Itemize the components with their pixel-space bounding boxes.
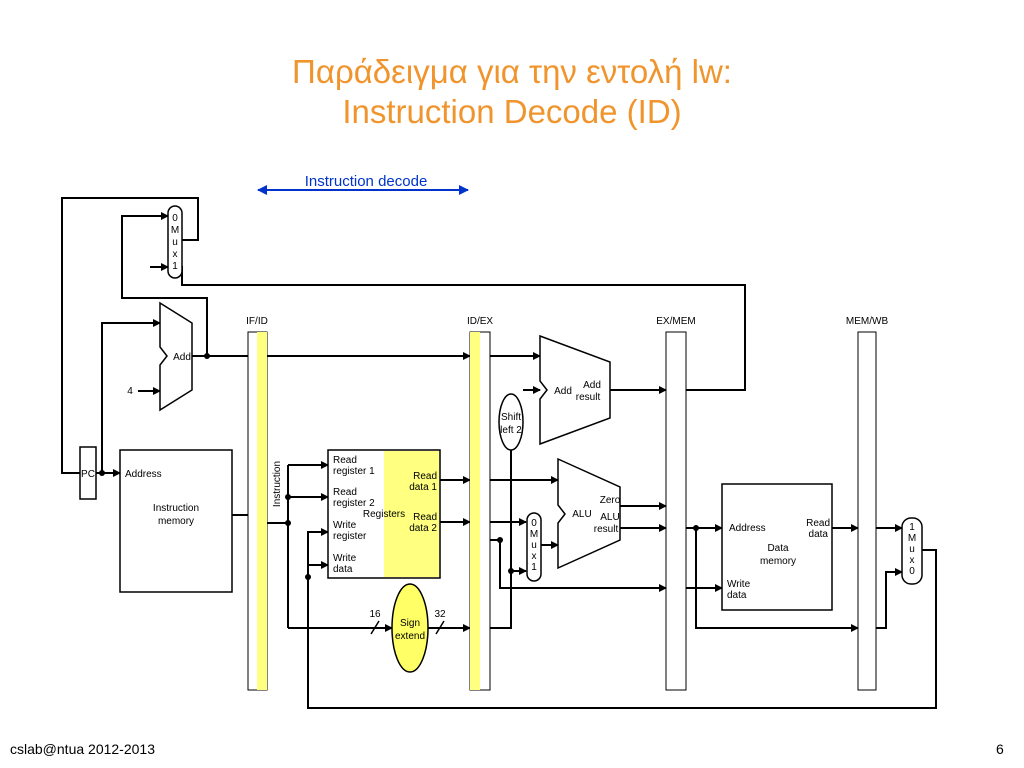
- bits-out-label: 32: [434, 609, 446, 620]
- pc-adder-label: Add: [173, 352, 191, 363]
- alu-result-l2: result: [594, 524, 619, 535]
- wire-rd2-to-exmem: [490, 539, 667, 592]
- rf-read-data1-l2: data 1: [409, 482, 437, 493]
- rf-read-register2-l2: register 2: [333, 498, 375, 509]
- rf-read-register1-l1: Read: [333, 455, 357, 466]
- stage-label: Instruction decode: [305, 173, 428, 190]
- dmem-readdata-l2: data: [809, 529, 829, 540]
- pipeline-register-idex: ID/EX: [467, 316, 493, 691]
- slide-title-line1: Παράδειγμα για την εντολή lw:: [292, 53, 732, 90]
- rf-read-register2-l1: Read: [333, 487, 357, 498]
- instruction-wire-label: Instruction: [272, 461, 283, 507]
- mux-glyph: x: [173, 249, 178, 260]
- alu: ALU Zero ALU result: [557, 457, 621, 570]
- pc-adder: Add: [159, 301, 193, 412]
- sign-extend-l2: extend: [395, 631, 425, 642]
- pipeline-register-exmem: EX/MEM: [656, 316, 696, 691]
- add-result-l1: Add: [583, 380, 601, 391]
- bits-in-label: 16: [369, 609, 381, 620]
- mux-glyph: u: [172, 237, 178, 248]
- dmem-writedata-l1: Write: [727, 579, 751, 590]
- label-exmem: EX/MEM: [656, 316, 695, 327]
- branch-adder-label: Add: [554, 386, 572, 397]
- alu-zero-label: Zero: [600, 495, 621, 506]
- rf-write-register-l1: Write: [333, 520, 357, 531]
- mux-glyph: M: [908, 533, 916, 544]
- wires: [61, 197, 937, 709]
- rf-read-register1-l2: register 1: [333, 466, 375, 477]
- slide-title-line2: Instruction Decode (ID): [342, 93, 682, 130]
- junctions: [99, 353, 699, 580]
- imem-name-line2: memory: [158, 516, 194, 527]
- register-file: Read register 1 Read register 2 Write re…: [327, 449, 441, 579]
- rf-read-data2-l2: data 2: [409, 523, 437, 534]
- pc-register: PC: [79, 446, 97, 500]
- shift-l1: Shift: [501, 412, 521, 423]
- rf-write-data-l1: Write: [333, 553, 357, 564]
- dmem-name-l2: memory: [760, 556, 796, 567]
- imem-name-line1: Instruction: [153, 503, 199, 514]
- imem-address-label: Address: [125, 469, 162, 480]
- rf-read-data1-l1: Read: [413, 471, 437, 482]
- rf-write-register-l2: register: [333, 531, 367, 542]
- pipeline-register-memwb: MEM/WB: [846, 316, 889, 691]
- label-ifid: IF/ID: [246, 316, 268, 327]
- sign-extend-l1: Sign: [400, 618, 420, 629]
- instruction-memory: Address Instruction memory: [119, 449, 233, 593]
- wire-aluresult-bypass: [695, 528, 859, 632]
- label-memwb: MEM/WB: [846, 316, 889, 327]
- dmem-readdata-l1: Read: [806, 518, 830, 529]
- pipeline-register-ifid: IF/ID: [246, 316, 268, 691]
- rf-name: Registers: [363, 509, 405, 520]
- constant-four: 4: [127, 386, 133, 397]
- mux-glyph: 0: [531, 518, 537, 529]
- page-number: 6: [996, 741, 1004, 757]
- wire-imm-to-shift: [490, 450, 512, 629]
- dmem-writedata-l2: data: [727, 590, 747, 601]
- mux-glyph: 1: [909, 522, 915, 533]
- label-idex: ID/EX: [467, 316, 493, 327]
- rf-write-data-l2: data: [333, 564, 353, 575]
- wire-write-register: [307, 528, 329, 577]
- add-result-l2: result: [576, 392, 601, 403]
- shift-left-2: Shift left 2: [498, 393, 524, 451]
- mux-glyph: x: [532, 551, 537, 562]
- bus-tick-32: [435, 620, 445, 635]
- wire-writeback: [307, 549, 937, 709]
- mux-glyph: M: [530, 529, 538, 540]
- wire-memwb-to-mux0: [876, 568, 903, 629]
- mux-glyph: 1: [531, 562, 537, 573]
- dmem-name-l1: Data: [767, 543, 789, 554]
- footer-text: cslab@ntua 2012-2013: [10, 741, 155, 757]
- sign-extend: Sign extend: [391, 583, 429, 673]
- mux-glyph: u: [909, 544, 915, 555]
- pc-label: PC: [81, 469, 95, 480]
- mux-glyph: x: [910, 555, 915, 566]
- dmem-address: Address: [729, 523, 766, 534]
- mux-glyph: 0: [172, 213, 178, 224]
- alu-result-l1: ALU: [600, 512, 619, 523]
- mux-glyph: M: [171, 225, 179, 236]
- bus-tick-16: [370, 620, 380, 635]
- rf-read-data2-l1: Read: [413, 512, 437, 523]
- shift-l2: left 2: [500, 425, 522, 436]
- data-memory: Address Read data Data memory Write data: [721, 483, 833, 611]
- wire-mux-to-pc: [61, 197, 199, 474]
- mux-glyph: 0: [909, 566, 915, 577]
- branch-adder: Add Add result: [539, 334, 611, 446]
- wire-add-to-mux: [121, 212, 208, 356]
- alu-label: ALU: [572, 509, 591, 520]
- mux-glyph: u: [531, 540, 537, 551]
- mux-glyph: 1: [172, 261, 178, 272]
- wire-pc-to-add: [101, 319, 161, 473]
